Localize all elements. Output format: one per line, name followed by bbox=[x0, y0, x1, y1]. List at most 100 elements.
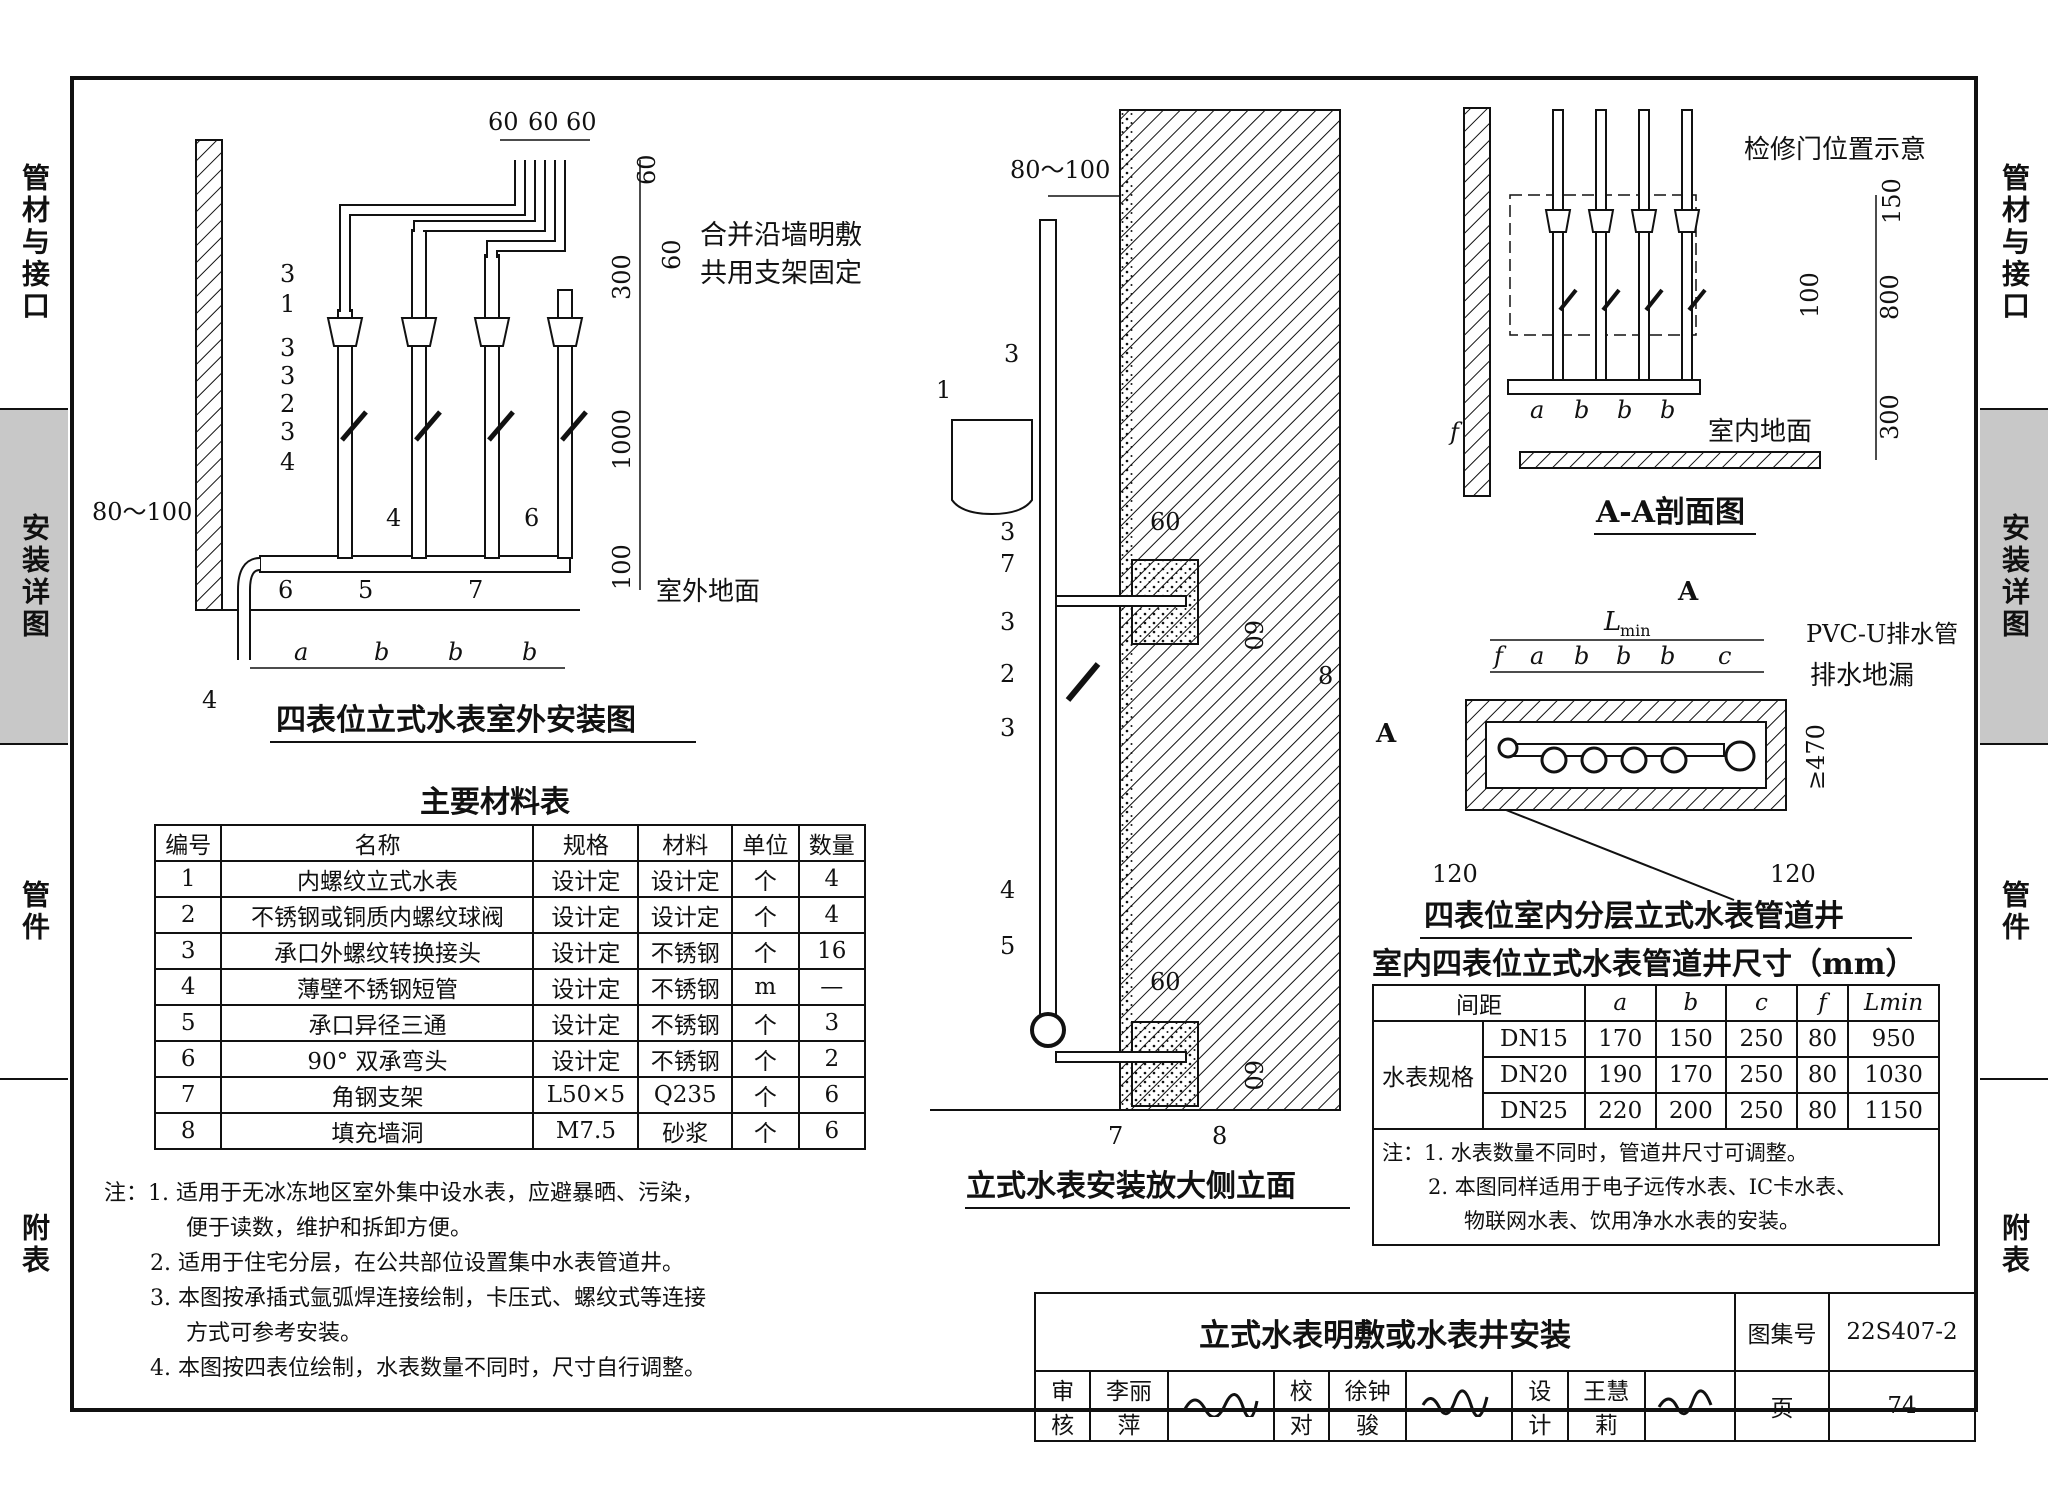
note-line: 便于读数，维护和拆卸方便。 bbox=[186, 1216, 473, 1241]
table-cell: 个 bbox=[731, 1076, 800, 1114]
table-cell: 950 bbox=[1847, 1020, 1940, 1058]
table-cell: 200 bbox=[1654, 1092, 1728, 1130]
left-tab-appendix: 附表 bbox=[18, 1213, 51, 1277]
checker-name: 徐钟骏 bbox=[1327, 1370, 1408, 1442]
table-cell: 6 bbox=[797, 1076, 867, 1114]
right-tab-fittings: 管件 bbox=[1998, 879, 2031, 944]
table-cell: 80 bbox=[1795, 1056, 1850, 1094]
reviewer-name: 李丽萍 bbox=[1089, 1370, 1169, 1442]
part-label: 3 bbox=[1004, 340, 1019, 368]
size-note-2: 2. 本图同样适用于电子远传水表、IC卡水表、 bbox=[1428, 1175, 1858, 1199]
checker-signature bbox=[1405, 1370, 1514, 1442]
table-cell: 不锈钢或铜质内螺纹球阀 bbox=[220, 896, 535, 934]
table-cell: 1 bbox=[153, 860, 223, 898]
riser bbox=[1039, 219, 1057, 1021]
part-label: 7 bbox=[1000, 550, 1015, 578]
wall-hatch bbox=[195, 139, 223, 611]
table-cell: 8 bbox=[153, 1112, 223, 1150]
table-cell: DN25 bbox=[1482, 1092, 1586, 1130]
table-cell: 设计定 bbox=[532, 1040, 640, 1078]
material-table-title: 主要材料表 bbox=[420, 785, 570, 820]
dim-800: 800 bbox=[1876, 274, 1904, 320]
section-risers bbox=[1507, 109, 1701, 395]
right-tab-install: 安装详图 bbox=[1980, 410, 2048, 743]
part-label: 3 bbox=[1000, 518, 1015, 546]
bracket bbox=[1055, 1051, 1187, 1063]
table-cell: L50×5 bbox=[532, 1076, 640, 1114]
section-mark-top: A bbox=[1677, 577, 1699, 607]
side-elevation-title: 立式水表安装放大侧立面 bbox=[966, 1169, 1296, 1204]
dim-b: b bbox=[1617, 396, 1632, 424]
table-cell: 个 bbox=[731, 1112, 800, 1150]
top-pipes bbox=[339, 160, 566, 312]
callout-line2: 共用支架固定 bbox=[700, 258, 862, 289]
wall-hatch bbox=[1463, 107, 1491, 497]
page-number: 74 bbox=[1828, 1370, 1976, 1442]
dim-60: 60 bbox=[1239, 1060, 1267, 1091]
table-cell: 6 bbox=[153, 1040, 223, 1078]
door-note: 检修门位置示意 bbox=[1744, 135, 1926, 165]
size-note-1: 注：1. 水表数量不同时，管道井尺寸可调整。 bbox=[1382, 1141, 1808, 1165]
right-tab-divider bbox=[1980, 1078, 2048, 1080]
table-cell: 不锈钢 bbox=[637, 1040, 734, 1078]
table-cell: 16 bbox=[797, 932, 867, 970]
table-cell: 设计定 bbox=[532, 896, 640, 934]
dim-a: a bbox=[1530, 642, 1544, 670]
table-cell: 90° 双承弯头 bbox=[220, 1040, 535, 1078]
table-cell: 1150 bbox=[1847, 1092, 1940, 1130]
dim-60: 60 bbox=[1150, 968, 1181, 996]
table-cell: M7.5 bbox=[532, 1112, 640, 1150]
valve-handle bbox=[1065, 662, 1101, 702]
part-label: 3 bbox=[280, 334, 295, 362]
left-tab-pipes: 管材与接口 bbox=[18, 163, 51, 323]
side-dim-right: 120 bbox=[1770, 860, 1816, 888]
note-line: 方式可参考安装。 bbox=[186, 1321, 363, 1346]
left-tab-divider bbox=[0, 408, 68, 410]
side-elevation-drawing: 80～100 60 60 60 60 3 1 3 7 3 2 3 4 5 8 7… bbox=[930, 109, 1350, 1209]
table-cell: 4 bbox=[797, 860, 867, 898]
plan-meters bbox=[1497, 737, 1688, 774]
col-header: 间距 bbox=[1372, 984, 1586, 1022]
part-label: 8 bbox=[1212, 1122, 1227, 1150]
table-cell: 填充墙洞 bbox=[220, 1112, 535, 1150]
table-cell: 设计定 bbox=[532, 860, 640, 898]
drain-label: 排水地漏 bbox=[1810, 661, 1914, 691]
table-cell: 设计定 bbox=[532, 1004, 640, 1042]
dim-300: 300 bbox=[1876, 394, 1904, 440]
table-cell: 250 bbox=[1725, 1092, 1798, 1130]
floor-label: 室内地面 bbox=[1708, 417, 1812, 447]
drawing-frame bbox=[70, 76, 1978, 1412]
dim-b: b bbox=[1616, 642, 1631, 670]
col-header: a bbox=[1583, 984, 1657, 1022]
table-cell: 不锈钢 bbox=[637, 932, 734, 970]
col-header: b bbox=[1654, 984, 1728, 1022]
shaft-plan-drawing: L min f a b b b c PVC-U排水管 排水地漏 ≥470 120… bbox=[1375, 577, 1958, 939]
right-tab-divider bbox=[1980, 743, 2048, 745]
depth-label: ≥470 bbox=[1802, 724, 1830, 790]
ground-label: 室外地面 bbox=[656, 577, 760, 607]
table-cell: 170 bbox=[1654, 1056, 1728, 1094]
table-cell: 150 bbox=[1654, 1020, 1728, 1058]
floor-drain bbox=[1724, 740, 1756, 772]
note-line: 2. 适用于住宅分层，在公共部位设置集中水表管道井。 bbox=[150, 1251, 684, 1276]
bottom-dim-b3: b bbox=[522, 638, 537, 666]
table-cell: 7 bbox=[153, 1076, 223, 1114]
table-cell: 个 bbox=[731, 932, 800, 970]
drawing-title: 立式水表明敷或水表井安装 bbox=[1034, 1292, 1736, 1372]
right-tab-pipes: 管材与接口 bbox=[1998, 163, 2031, 323]
size-note-3: 物联网水表、饮用净水水表的安装。 bbox=[1464, 1209, 1800, 1233]
col-header: 规格 bbox=[532, 824, 640, 862]
dim-150: 150 bbox=[1878, 178, 1906, 224]
lmin-sub: min bbox=[1620, 621, 1651, 640]
